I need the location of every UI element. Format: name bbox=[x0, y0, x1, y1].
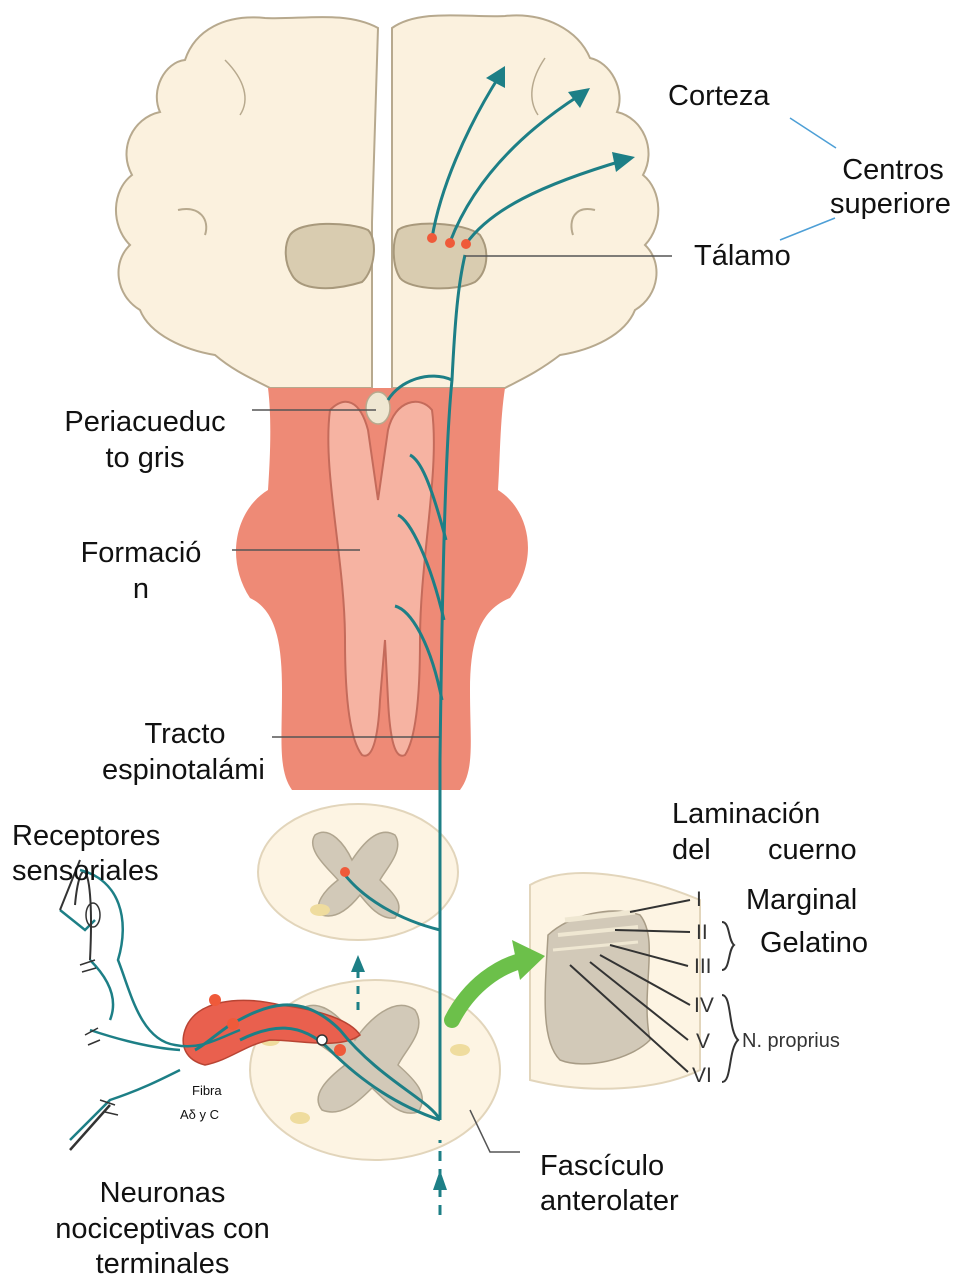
label-neuronas-1: Neuronas bbox=[40, 1175, 285, 1212]
receptor-stalk bbox=[70, 1105, 110, 1150]
interneuron-dot bbox=[317, 1035, 327, 1045]
label-centros-2: superiore bbox=[830, 186, 951, 223]
label-formacion-2: n bbox=[66, 571, 216, 608]
lamina-IV: IV bbox=[694, 994, 714, 1018]
dashed-upper-arrowhead bbox=[351, 955, 365, 972]
right-hemisphere bbox=[392, 15, 658, 388]
label-fasciculo-2: anterolater bbox=[540, 1183, 679, 1220]
label-corteza: Corteza bbox=[668, 78, 770, 115]
label-laminacion-2a: del bbox=[672, 832, 711, 869]
lamina-II: II bbox=[696, 921, 708, 945]
brainstem bbox=[236, 388, 528, 790]
label-formacion-1: Formació bbox=[66, 535, 216, 572]
lamination-inset bbox=[530, 873, 738, 1089]
label-tracto-1: Tracto bbox=[105, 716, 265, 753]
label-gelatino: Gelatino bbox=[760, 925, 868, 962]
label-centros-1: Centros bbox=[838, 152, 948, 189]
label-periacueducto-2: to gris bbox=[50, 440, 240, 477]
thalamus-left bbox=[286, 224, 374, 288]
periaqueductal-gray bbox=[366, 392, 390, 424]
lamina-I: I bbox=[696, 888, 702, 912]
lamina-III: III bbox=[694, 955, 712, 979]
label-periacueducto-1: Periacueduc bbox=[50, 404, 240, 441]
spinal-lower-spot-3 bbox=[450, 1044, 470, 1056]
centros-lines bbox=[780, 118, 836, 240]
label-neuronas-3: terminales bbox=[40, 1246, 285, 1283]
spinal-upper-spot bbox=[310, 904, 330, 916]
label-fibra-1: Fibra bbox=[192, 1080, 222, 1101]
label-marginal: Marginal bbox=[746, 882, 857, 919]
label-n-proprius: N. proprius bbox=[742, 1029, 840, 1053]
left-hemisphere bbox=[116, 17, 378, 388]
brace-gelatino bbox=[722, 922, 734, 970]
lamina-V: V bbox=[696, 1030, 710, 1054]
label-fasciculo-1: Fascículo bbox=[540, 1148, 664, 1185]
thalamus bbox=[286, 224, 487, 289]
spinal-section-upper bbox=[258, 804, 458, 940]
label-neuronas-2: nociceptivas con bbox=[40, 1211, 285, 1248]
label-receptores-2: sensoriales bbox=[12, 853, 159, 890]
label-fibra-2: Aδ y C bbox=[180, 1104, 219, 1125]
label-tracto-2: espinotalámi bbox=[102, 752, 265, 789]
brace-proprius bbox=[722, 995, 738, 1082]
label-talamo: Tálamo bbox=[694, 238, 791, 275]
dashed-lower-arrowhead bbox=[433, 1170, 447, 1190]
lamina-VI: VI bbox=[692, 1064, 712, 1088]
label-receptores-1: Receptores bbox=[12, 818, 160, 855]
label-laminacion-2b: cuerno bbox=[768, 832, 857, 869]
brain-hemispheres bbox=[116, 15, 658, 388]
spinal-lower-spot-2 bbox=[290, 1112, 310, 1124]
label-laminacion-1: Laminación bbox=[672, 796, 820, 833]
green-arrow-shaft bbox=[452, 960, 525, 1020]
